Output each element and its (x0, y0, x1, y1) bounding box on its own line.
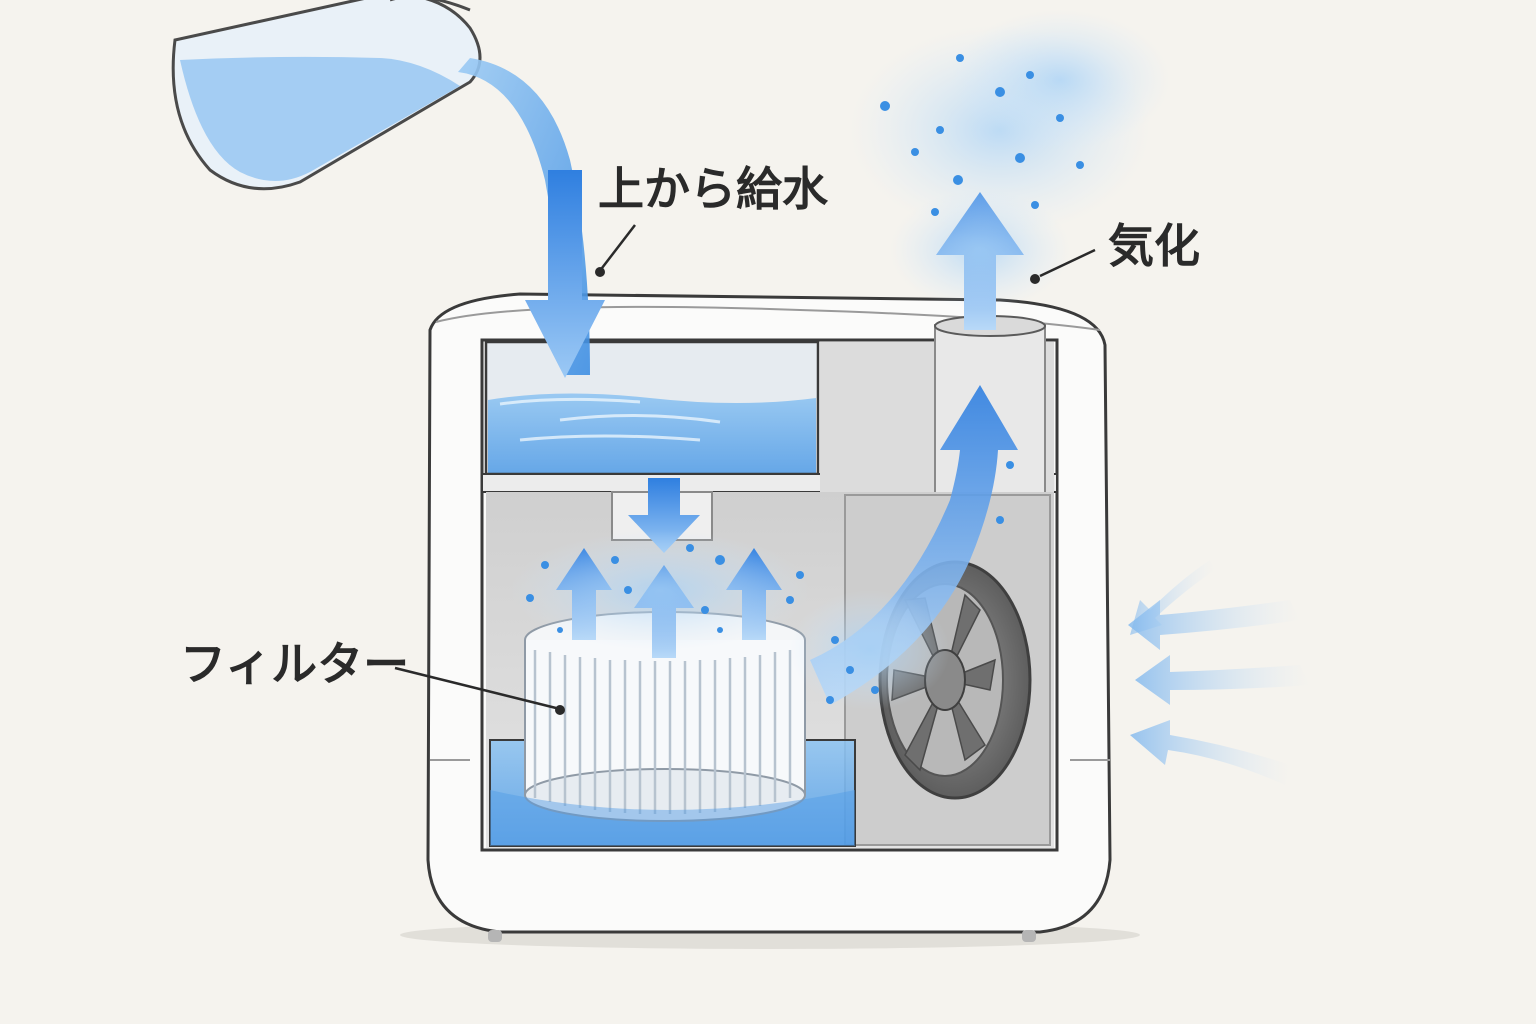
label-evaporation: 気化 (1030, 219, 1200, 284)
duct-chamber (820, 315, 1054, 496)
pitcher-icon (171, 0, 482, 191)
label-evaporation-text: 気化 (1108, 219, 1200, 273)
label-filter: フィルター (180, 637, 565, 715)
label-top-fill-text: 上から給水 (598, 162, 829, 216)
label-top-fill: 上から給水 (595, 162, 829, 277)
water-stream (458, 58, 590, 375)
water-drop-icon (510, 10, 1170, 710)
label-filter-text: フィルター (180, 637, 409, 691)
